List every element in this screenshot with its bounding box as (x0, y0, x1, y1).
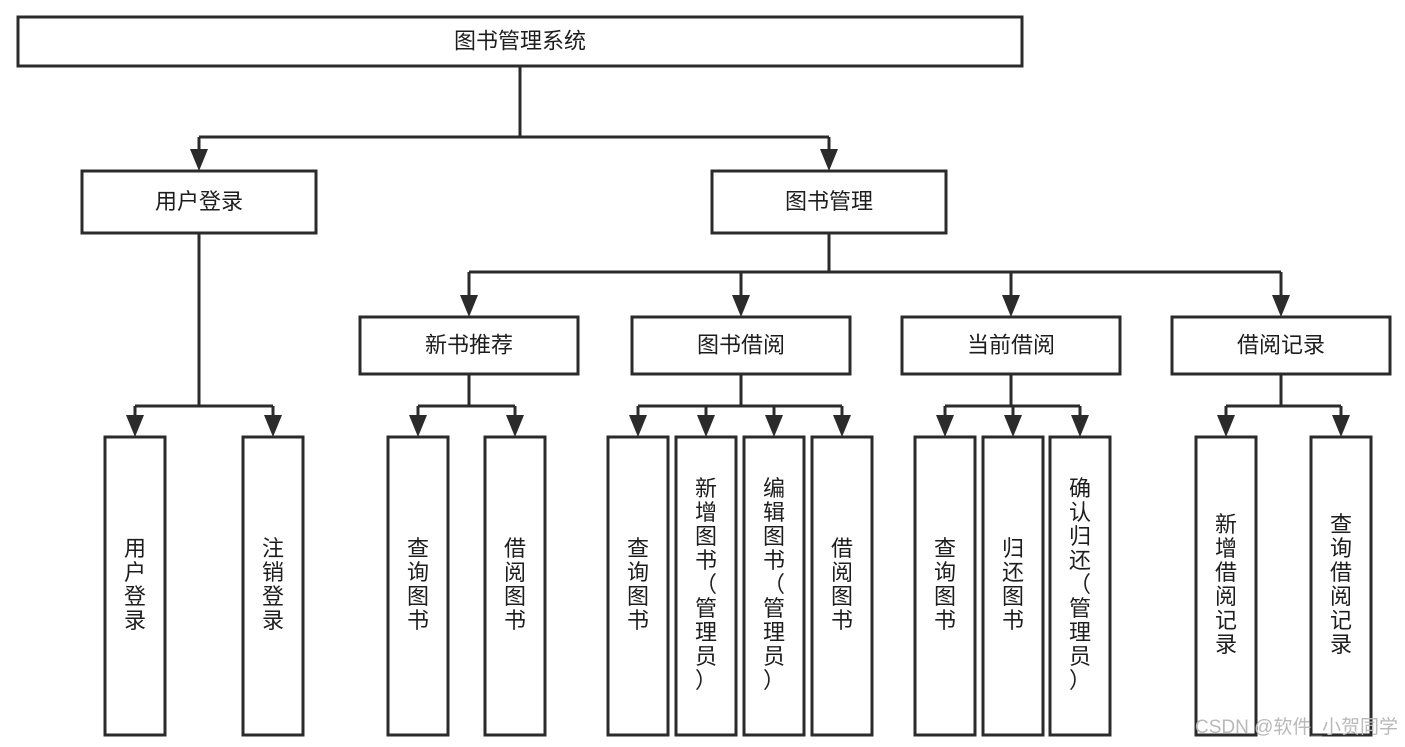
node-box[interactable] (483, 435, 547, 737)
arrowhead-icon (936, 415, 954, 437)
node-label: 查询图书 (407, 536, 429, 633)
node-label: 借阅图书 (504, 536, 526, 633)
node-box[interactable] (103, 435, 167, 737)
arrowhead-icon (506, 415, 524, 437)
arrowhead-icon (629, 415, 647, 437)
arrowhead-icon (697, 415, 715, 437)
node-l4-add-record[interactable]: 新增借阅记录 (1194, 435, 1258, 737)
arrowhead-icon (190, 149, 208, 171)
arrowhead-icon (833, 415, 851, 437)
node-l2-user-login[interactable]: 用户登录 (80, 169, 318, 235)
arrowhead-icon (765, 415, 783, 437)
node-l4-return-book[interactable]: 归还图书 (981, 435, 1045, 737)
node-label: 新增借阅记录 (1215, 512, 1237, 657)
arrowhead-icon (1332, 415, 1350, 437)
node-box[interactable] (900, 315, 1122, 376)
node-label: 确认归还（管理员） (1069, 476, 1091, 693)
arrowhead-icon (460, 295, 478, 317)
node-l4-borrow-book-b[interactable]: 借阅图书 (810, 435, 874, 737)
node-l4-query-book-b[interactable]: 查询图书 (606, 435, 670, 737)
node-label: 查询图书 (934, 536, 956, 633)
node-label: 注销登录 (262, 536, 284, 633)
arrowhead-icon (1004, 415, 1022, 437)
node-box[interactable] (1048, 435, 1112, 737)
node-box[interactable] (241, 435, 305, 737)
arrowhead-icon (264, 415, 282, 437)
node-box[interactable] (358, 315, 580, 376)
node-box[interactable] (1309, 435, 1373, 737)
node-box[interactable] (1194, 435, 1258, 737)
node-box[interactable] (674, 435, 738, 737)
arrowhead-icon (732, 295, 750, 317)
node-label: 图书管理 (785, 189, 873, 214)
arrowhead-icon (820, 149, 838, 171)
arrowhead-icon (126, 415, 144, 437)
node-box[interactable] (742, 435, 806, 737)
node-l3-book-borrow[interactable]: 图书借阅 (630, 315, 852, 376)
node-l3-new-book-rec[interactable]: 新书推荐 (358, 315, 580, 376)
node-l4-query-book-a[interactable]: 查询图书 (386, 435, 450, 737)
node-label: 查询借阅记录 (1330, 512, 1352, 657)
node-box[interactable] (981, 435, 1045, 737)
node-l4-logout[interactable]: 注销登录 (241, 435, 305, 737)
node-label: 借阅图书 (831, 536, 853, 633)
node-box[interactable] (710, 169, 948, 235)
node-root[interactable]: 图书管理系统 (16, 15, 1024, 68)
node-label: 图书借阅 (697, 332, 785, 357)
node-label: 借阅记录 (1237, 332, 1325, 357)
node-label: 当前借阅 (967, 332, 1055, 357)
node-box[interactable] (913, 435, 977, 737)
node-label: 编辑图书（管理员） (763, 476, 785, 693)
csdn-watermark: CSDN @软件_小贺同学 (1195, 716, 1398, 738)
node-l4-edit-book[interactable]: 编辑图书（管理员） (742, 435, 806, 737)
node-label: 新书推荐 (425, 332, 513, 357)
node-box[interactable] (80, 169, 318, 235)
node-box[interactable] (630, 315, 852, 376)
node-l4-confirm-return[interactable]: 确认归还（管理员） (1048, 435, 1112, 737)
node-l4-add-book[interactable]: 新增图书（管理员） (674, 435, 738, 737)
node-label: 用户登录 (155, 189, 243, 214)
node-label: 图书管理系统 (454, 28, 586, 53)
arrowhead-icon (1217, 415, 1235, 437)
node-label: 用户登录 (124, 536, 146, 633)
node-l4-query-record[interactable]: 查询借阅记录 (1309, 435, 1373, 737)
node-label: 归还图书 (1002, 536, 1024, 633)
node-box[interactable] (16, 15, 1024, 68)
node-box[interactable] (386, 435, 450, 737)
node-l4-query-book-c[interactable]: 查询图书 (913, 435, 977, 737)
arrowhead-icon (409, 415, 427, 437)
node-box[interactable] (810, 435, 874, 737)
node-l3-current-borrow[interactable]: 当前借阅 (900, 315, 1122, 376)
edge-layer (126, 66, 1350, 437)
node-layer: 图书管理系统用户登录图书管理新书推荐图书借阅当前借阅借阅记录用户登录注销登录查询… (16, 15, 1392, 737)
node-l4-user-login[interactable]: 用户登录 (103, 435, 167, 737)
node-label: 查询图书 (627, 536, 649, 633)
node-box[interactable] (1170, 315, 1392, 376)
node-l3-borrow-record[interactable]: 借阅记录 (1170, 315, 1392, 376)
node-l2-book-manage[interactable]: 图书管理 (710, 169, 948, 235)
arrowhead-icon (1071, 415, 1089, 437)
node-box[interactable] (606, 435, 670, 737)
arrowhead-icon (1002, 295, 1020, 317)
node-l4-borrow-book-a[interactable]: 借阅图书 (483, 435, 547, 737)
node-label: 新增图书（管理员） (695, 476, 717, 693)
arrowhead-icon (1272, 295, 1290, 317)
